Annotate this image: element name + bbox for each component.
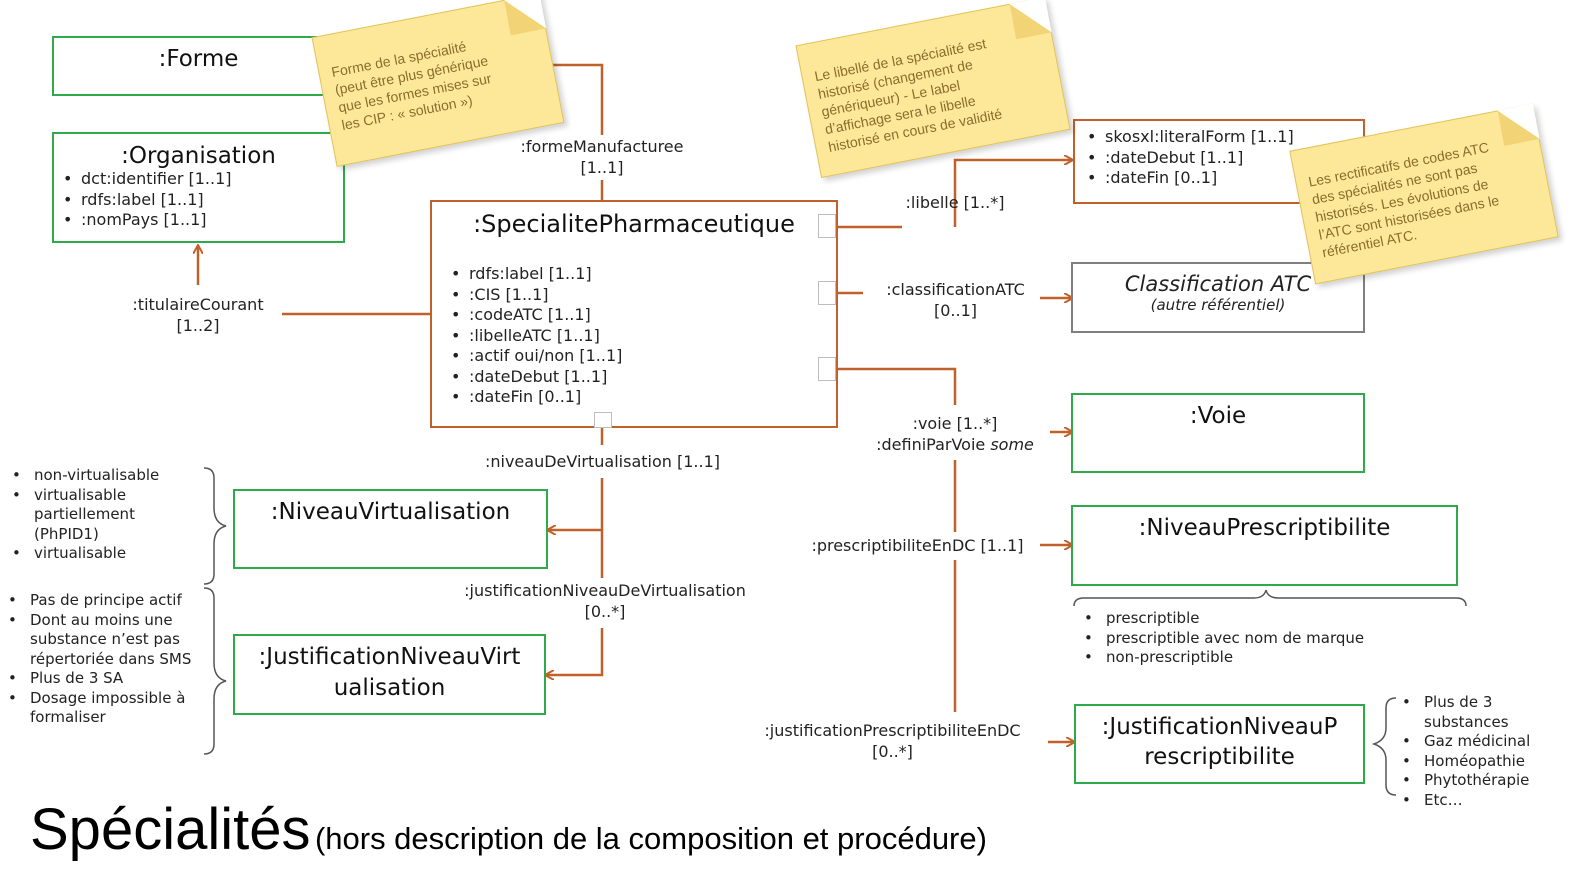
- class-specialite[interactable]: :SpecialitePharmaceutique rdfs:label [1.…: [430, 200, 838, 428]
- line-trunk-top: [838, 367, 957, 405]
- arrow-justif-virt: [546, 628, 604, 675]
- class-forme[interactable]: :Forme: [52, 36, 345, 96]
- relation-qualifier: some: [990, 435, 1034, 454]
- attribute-item: :nomPays [1..1]: [59, 210, 343, 231]
- attribute-item: rdfs:label [1..1]: [59, 190, 343, 211]
- relation-cardinality: [1..1]: [580, 158, 624, 177]
- attribute-list: dct:identifier [1..1]rdfs:label [1..1]:n…: [59, 169, 343, 231]
- class-title: :SpecialitePharmaceutique: [473, 210, 795, 238]
- relation-name: :voie [1..*]: [912, 414, 998, 433]
- class-title-line1: :JustificationNiveauP: [1101, 714, 1338, 740]
- class-title-line2: rescriptibilite: [1144, 744, 1295, 770]
- value-item: Plus de 3 SA: [4, 669, 214, 689]
- slide-title-main: Spécialités: [30, 797, 311, 862]
- relation-cardinality: [0..*]: [872, 742, 913, 761]
- class-title: :NiveauVirtualisation: [270, 499, 511, 525]
- value-item: non-prescriptible: [1080, 648, 1410, 668]
- brace-prescri: [1073, 589, 1467, 607]
- attribute-item: :dateFin [0..1]: [1083, 168, 1363, 189]
- label-niveau-de-virtualisation: :niveauDeVirtualisation [1..1]: [484, 452, 720, 471]
- relation-cardinality: [0..1]: [933, 301, 977, 320]
- value-item: Plus de 3 substances: [1398, 693, 1563, 732]
- slide-title-sub: (hors description de la composition et p…: [314, 821, 987, 856]
- value-item: non-virtualisable: [8, 466, 193, 486]
- label-justification-niveau-de-virtualisation: :justificationNiveauDeVirtualisation [0.…: [445, 580, 765, 622]
- attribute-list: rdfs:label [1..1]:CIS [1..1]:codeATC [1.…: [447, 264, 836, 408]
- slide-title: Spécialités (hors description de la comp…: [30, 796, 987, 863]
- value-item: Dosage impossible à formaliser: [4, 689, 214, 728]
- attribute-item: :actif oui/non [1..1]: [447, 346, 836, 367]
- relation-name: :classificationATC: [886, 280, 1025, 299]
- class-organisation[interactable]: :Organisation dct:identifier [1..1]rdfs:…: [52, 132, 345, 243]
- class-classification-atc[interactable]: Classification ATC (autre référentiel): [1071, 262, 1365, 333]
- value-list-justification-virtualisation: Pas de principe actifDont au moins une s…: [4, 591, 214, 728]
- port-handle: [594, 412, 612, 428]
- value-item: virtualisable partiellement (PhPID1): [8, 486, 193, 545]
- value-item: Pas de principe actif: [4, 591, 214, 611]
- relation-name: :justificationNiveauDeVirtualisation: [464, 581, 746, 600]
- brace-virt: [203, 467, 227, 585]
- attribute-item: :CIS [1..1]: [447, 285, 836, 306]
- class-title: :Forme: [158, 46, 239, 72]
- relation-cardinality: [1..2]: [176, 316, 220, 335]
- value-item: Gaz médicinal: [1398, 732, 1563, 752]
- attribute-item: :dateDebut [1..1]: [1083, 148, 1363, 169]
- value-item: prescriptible avec nom de marque: [1080, 629, 1410, 649]
- attribute-item: :libelleATC [1..1]: [447, 326, 836, 347]
- label-classification-atc: :classificationATC [0..1]: [868, 279, 1043, 321]
- attribute-item: rdfs:label [1..1]: [447, 264, 836, 285]
- label-titulaire-courant: :titulaireCourant [1..2]: [118, 294, 278, 336]
- class-niveau-prescriptibilite[interactable]: :NiveauPrescriptibilite: [1071, 505, 1458, 586]
- relation-name: :titulaireCourant: [132, 295, 264, 314]
- value-item: virtualisable: [8, 544, 193, 564]
- class-title-line1: :JustificationNiveauVirt: [258, 644, 521, 670]
- attribute-item: dct:identifier [1..1]: [59, 169, 343, 190]
- label-justification-prescriptibilite-en-dc: :justificationPrescriptibiliteEnDC [0..*…: [750, 720, 1035, 762]
- class-title: :NiveauPrescriptibilite: [1138, 515, 1391, 541]
- port-handle: [818, 281, 836, 305]
- value-item: Dont au moins une substance n’est pas ré…: [4, 611, 214, 670]
- class-title-line2: ualisation: [333, 675, 446, 701]
- line-libelle-b: [953, 160, 1072, 227]
- class-title: :Organisation: [121, 143, 276, 169]
- attribute-item: :dateFin [0..1]: [447, 387, 836, 408]
- label-libelle: :libelle [1..*]: [905, 193, 1005, 212]
- class-justification-prescriptibilite[interactable]: :JustificationNiveauP rescriptibilite: [1074, 704, 1365, 784]
- relation-name-part: :definiParVoie: [876, 435, 986, 454]
- relation-cardinality: [0..*]: [584, 602, 626, 621]
- class-subtitle: (autre référentiel): [1150, 296, 1286, 314]
- label-forme-manufacturee: :formeManufacturee [1..1]: [502, 136, 702, 178]
- value-list-virtualisation: non-virtualisablevirtualisable partielle…: [8, 466, 193, 564]
- value-item: prescriptible: [1080, 609, 1410, 629]
- relation-name-alt: :definiParVoie some: [860, 434, 1050, 455]
- relation-name: :formeManufacturee: [520, 137, 684, 156]
- class-title: :Voie: [1189, 403, 1247, 429]
- port-handle: [818, 357, 836, 381]
- value-item: Etc…: [1398, 791, 1563, 811]
- attribute-item: :codeATC [1..1]: [447, 305, 836, 326]
- label-voie: :voie [1..*] :definiParVoie some: [860, 413, 1050, 455]
- class-niveau-virtualisation[interactable]: :NiveauVirtualisation: [233, 489, 548, 569]
- class-title: Classification ATC: [1124, 272, 1312, 296]
- value-item: Phytothérapie: [1398, 771, 1563, 791]
- brace-justif-prescri: [1371, 697, 1397, 796]
- label-prescriptibilite-en-dc: :prescriptibiliteEnDC [1..1]: [811, 536, 1024, 555]
- port-handle: [818, 214, 836, 238]
- class-voie[interactable]: :Voie: [1071, 393, 1365, 473]
- attribute-item: skosxl:literalForm [1..1]: [1083, 127, 1363, 148]
- attribute-item: :dateDebut [1..1]: [447, 367, 836, 388]
- value-list-prescriptibilite: prescriptibleprescriptible avec nom de m…: [1080, 609, 1410, 668]
- value-item: Homéopathie: [1398, 752, 1563, 772]
- class-justification-virtualisation[interactable]: :JustificationNiveauVirt ualisation: [233, 634, 546, 715]
- attribute-list: skosxl:literalForm [1..1]:dateDebut [1..…: [1083, 127, 1363, 189]
- value-list-justification-prescriptibilite: Plus de 3 substancesGaz médicinalHoméopa…: [1398, 693, 1563, 810]
- relation-name: :justificationPrescriptibiliteEnDC: [764, 721, 1021, 740]
